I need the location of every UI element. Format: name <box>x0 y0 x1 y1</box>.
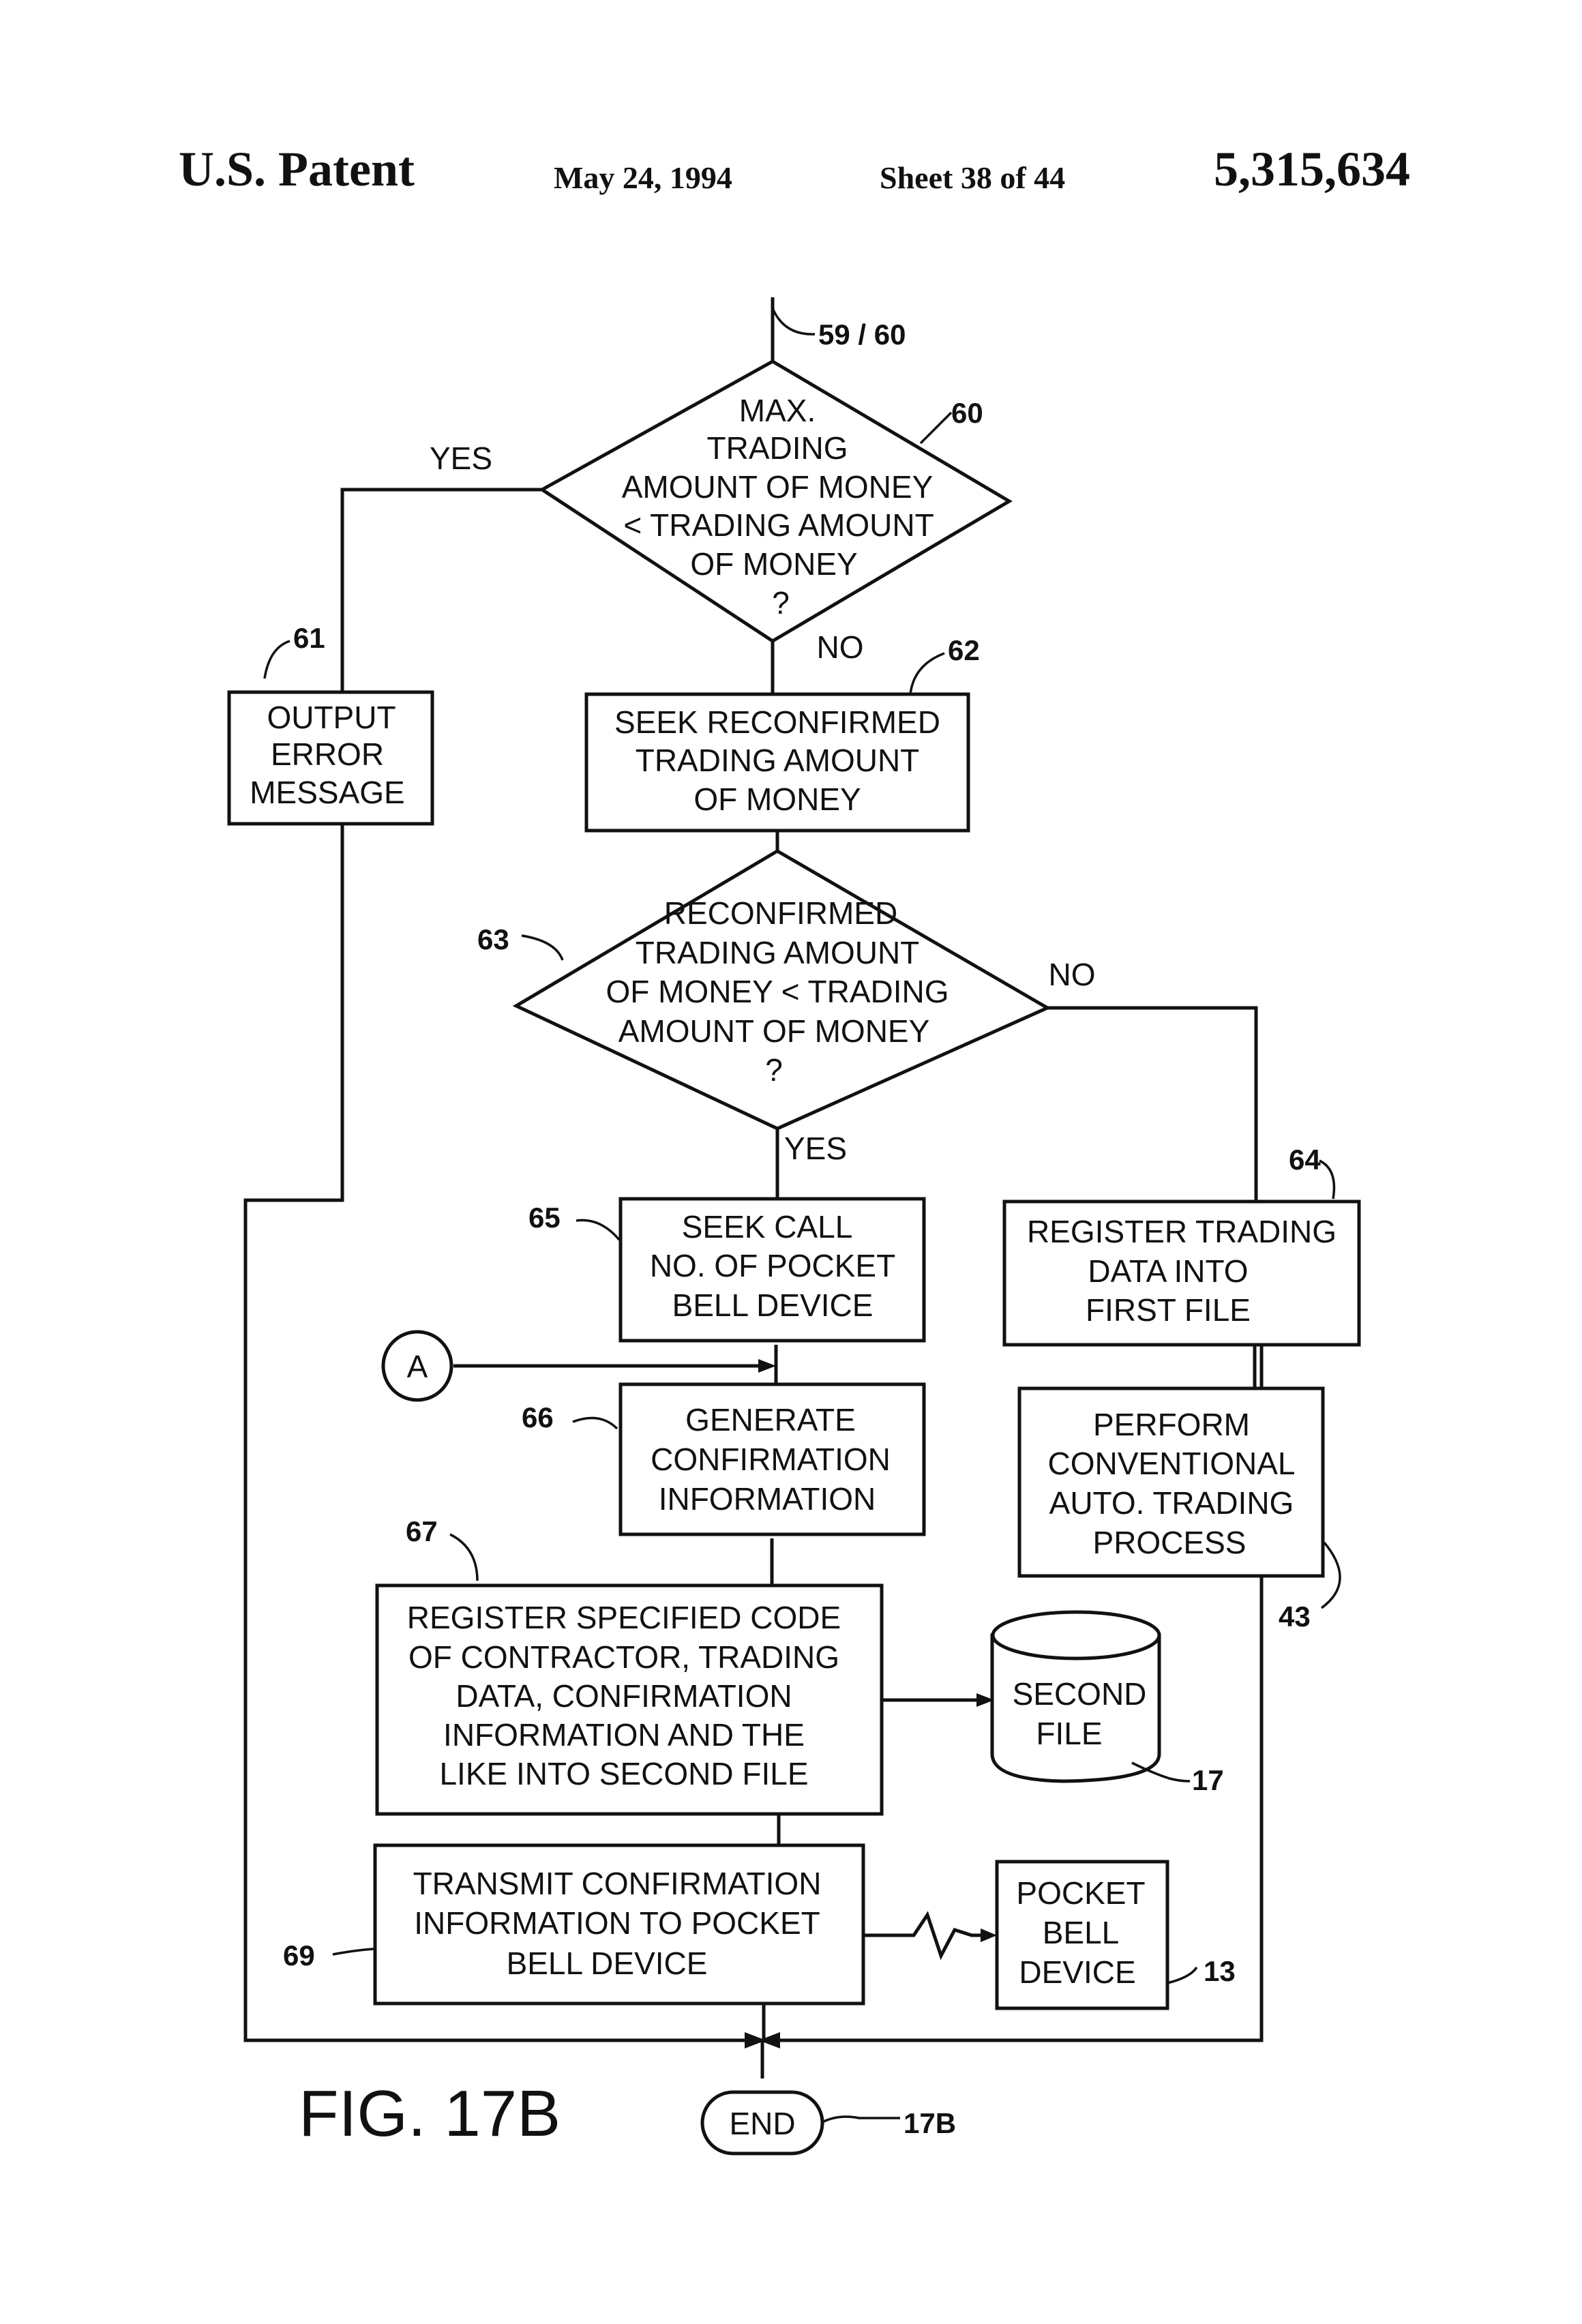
decision-60-max-trading: MAX. TRADING AMOUNT OF MONEY < TRADING A… <box>542 361 1009 641</box>
box-61-line-2: ERROR <box>271 736 384 772</box>
decision-63-line-4: AMOUNT OF MONEY <box>618 1013 930 1049</box>
decision-63-line-1: RECONFIRMED <box>664 895 897 931</box>
box-67-line-3: DATA, CONFIRMATION <box>456 1678 792 1714</box>
box-43-line-2: CONVENTIONAL <box>1048 1446 1296 1481</box>
box-61-line-1: OUTPUT <box>267 700 395 735</box>
ref-43: 43 <box>1279 1600 1311 1633</box>
ref-69: 69 <box>283 1939 315 1971</box>
header-date: May 24, 1994 <box>554 160 732 195</box>
decision-63-yes-label: YES <box>784 1131 847 1166</box>
second-file-line-2: FILE <box>1036 1716 1102 1751</box>
box-69-line-2: INFORMATION TO POCKET <box>414 1905 820 1941</box>
patent-header: U.S. Patent May 24, 1994 Sheet 38 of 44 … <box>179 142 1410 196</box>
box-67-line-2: OF CONTRACTOR, TRADING <box>408 1639 839 1675</box>
box-62-seek-reconfirmed: SEEK RECONFIRMED TRADING AMOUNT OF MONEY <box>586 694 968 831</box>
box-66-line-1: GENERATE <box>685 1402 856 1437</box>
end-label: END <box>729 2106 795 2141</box>
box-64-line-3: FIRST FILE <box>1086 1292 1251 1328</box>
ref-65: 65 <box>528 1202 561 1234</box>
decision-60-line-5: OF MONEY <box>690 546 857 582</box>
box-64-line-1: REGISTER TRADING <box>1027 1214 1337 1249</box>
box-65-line-1: SEEK CALL <box>682 1209 853 1245</box>
header-patent-number: 5,315,634 <box>1214 142 1410 196</box>
box-64-line-2: DATA INTO <box>1088 1253 1248 1289</box>
decision-60-line-4: < TRADING AMOUNT <box>623 507 934 543</box>
box-65-line-2: NO. OF POCKET <box>650 1248 895 1283</box>
ref-17: 17 <box>1192 1764 1224 1796</box>
end-terminator: END <box>702 2092 822 2154</box>
box-69-line-3: BELL DEVICE <box>507 1946 708 1981</box>
box-65-line-3: BELL DEVICE <box>672 1287 874 1323</box>
connector-a: A <box>383 1332 451 1400</box>
box-67-register-second-file: REGISTER SPECIFIED CODE OF CONTRACTOR, T… <box>377 1585 882 1814</box>
ref-13: 13 <box>1204 1955 1236 1987</box>
decision-60-yes-label: YES <box>430 441 492 476</box>
decision-60-no-label: NO <box>817 629 864 665</box>
second-file-storage: SECOND FILE <box>992 1612 1159 1781</box>
decision-63-no-label: NO <box>1049 957 1096 992</box>
box-43-line-3: AUTO. TRADING <box>1049 1485 1294 1521</box>
ref-64: 64 <box>1289 1144 1321 1176</box>
second-file-line-1: SECOND <box>1013 1676 1147 1712</box>
decision-63-line-5: ? <box>765 1052 783 1088</box>
box-66-line-2: CONFIRMATION <box>651 1442 891 1477</box>
decision-63-line-2: TRADING AMOUNT <box>636 935 920 970</box>
box-61-output-error: OUTPUT ERROR MESSAGE <box>229 692 432 824</box>
box-62-line-2: TRADING AMOUNT <box>636 743 920 778</box>
box-62-line-3: OF MONEY <box>693 781 861 817</box>
connector-a-label: A <box>407 1349 428 1384</box>
figure-label: FIG. 17B <box>299 2077 561 2150</box>
ref-66: 66 <box>522 1401 554 1433</box>
box-66-line-3: INFORMATION <box>659 1481 876 1517</box>
header-sheet: Sheet 38 of 44 <box>880 160 1065 195</box>
box-67-line-4: INFORMATION AND THE <box>443 1717 805 1753</box>
pocket-bell-device: POCKET BELL DEVICE <box>997 1862 1167 2008</box>
box-67-line-5: LIKE INTO SECOND FILE <box>439 1756 808 1791</box>
decision-60-line-1: MAX. <box>739 393 816 428</box>
box-62-line-1: SEEK RECONFIRMED <box>614 704 940 740</box>
box-43-conventional-process: PERFORM CONVENTIONAL AUTO. TRADING PROCE… <box>1019 1388 1323 1576</box>
box-61-line-3: MESSAGE <box>250 775 405 810</box>
decision-63-line-3: OF MONEY < TRADING <box>606 974 949 1009</box>
box-43-line-4: PROCESS <box>1093 1525 1247 1560</box>
box-65-seek-call-no: SEEK CALL NO. OF POCKET BELL DEVICE <box>621 1199 924 1341</box>
box-66-generate-confirmation: GENERATE CONFIRMATION INFORMATION <box>621 1384 924 1534</box>
decision-60-line-6: ? <box>772 585 790 621</box>
decision-60-line-2: TRADING <box>707 430 848 466</box>
decision-63-reconfirmed: RECONFIRMED TRADING AMOUNT OF MONEY < TR… <box>516 851 1047 1129</box>
entry-ref: 59 / 60 <box>818 318 906 351</box>
box-69-transmit-confirmation: TRANSMIT CONFIRMATION INFORMATION TO POC… <box>375 1845 863 2003</box>
box-64-register-trading: REGISTER TRADING DATA INTO FIRST FILE <box>1004 1202 1359 1345</box>
pocket-bell-line-1: POCKET <box>1016 1875 1145 1911</box>
box-69-line-1: TRANSMIT CONFIRMATION <box>413 1866 822 1901</box>
ref-61: 61 <box>293 622 325 654</box>
box-67-line-1: REGISTER SPECIFIED CODE <box>407 1600 841 1635</box>
ref-17b: 17B <box>904 2107 956 2139</box>
ref-60: 60 <box>951 397 983 429</box>
pocket-bell-line-3: DEVICE <box>1019 1954 1135 1990</box>
box-43-line-1: PERFORM <box>1093 1407 1250 1442</box>
ref-63: 63 <box>477 923 509 955</box>
ref-62: 62 <box>948 634 980 666</box>
ref-67: 67 <box>406 1515 438 1547</box>
decision-60-line-3: AMOUNT OF MONEY <box>622 469 934 505</box>
pocket-bell-line-2: BELL <box>1043 1915 1120 1950</box>
header-title: U.S. Patent <box>179 142 415 196</box>
